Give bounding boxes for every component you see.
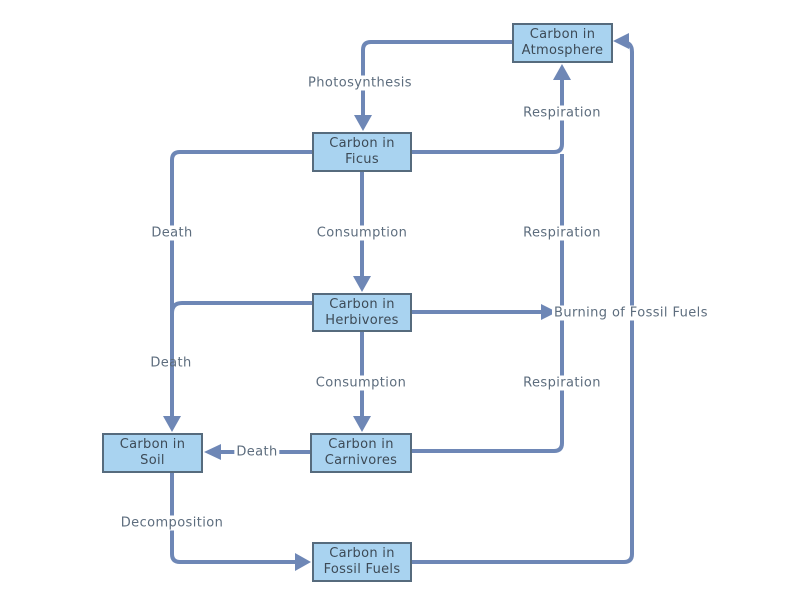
arrowhead-into-herbivores bbox=[353, 276, 371, 292]
edge-death-herbivores-line bbox=[170, 301, 312, 314]
arrowhead-into-carnivores bbox=[353, 416, 371, 432]
arrowhead-into-fossil-fuels bbox=[295, 553, 311, 571]
label-consumption-upper: Consumption bbox=[314, 225, 410, 241]
node-carbon-in-herbivores: Carbon in Herbivores bbox=[312, 293, 412, 332]
label-decomposition: Decomposition bbox=[118, 515, 226, 531]
node-carbon-in-atmosphere: Carbon in Atmosphere bbox=[512, 23, 613, 63]
label-death-upper: Death bbox=[149, 225, 195, 241]
arrowhead-into-ficus bbox=[354, 115, 372, 131]
arrowhead-into-atmosphere-right bbox=[613, 33, 629, 49]
node-carbon-in-soil: Carbon in Soil bbox=[102, 433, 203, 473]
arrowhead-into-respiration-trunk bbox=[541, 304, 557, 320]
label-respiration-top: Respiration bbox=[521, 105, 603, 121]
arrowhead-into-atmosphere-bottom bbox=[553, 64, 571, 80]
arrowhead-into-soil-right bbox=[204, 444, 221, 460]
node-carbon-in-carnivores: Carbon in Carnivores bbox=[310, 433, 412, 473]
label-respiration-middle: Respiration bbox=[521, 225, 603, 241]
edge-respiration-carnivores-line bbox=[412, 154, 564, 453]
label-death-carnivores: Death bbox=[234, 444, 280, 460]
edge-decomposition-line bbox=[170, 473, 297, 564]
label-death-lower: Death bbox=[150, 355, 192, 371]
node-carbon-in-fossil-fuels: Carbon in Fossil Fuels bbox=[312, 542, 412, 582]
edge-photosynthesis-line bbox=[361, 40, 512, 117]
node-carbon-in-ficus: Carbon in Ficus bbox=[312, 132, 412, 172]
arrowhead-into-soil-top bbox=[163, 416, 181, 432]
label-photosynthesis: Photosynthesis bbox=[306, 75, 414, 91]
edge-death-ficus-line bbox=[170, 150, 312, 418]
label-burning-of-fossil-fuels: Burning of Fossil Fuels bbox=[552, 305, 710, 321]
label-consumption-lower: Consumption bbox=[313, 375, 409, 391]
edge-respiration-ficus-line bbox=[412, 79, 564, 154]
label-respiration-bottom: Respiration bbox=[521, 375, 603, 391]
